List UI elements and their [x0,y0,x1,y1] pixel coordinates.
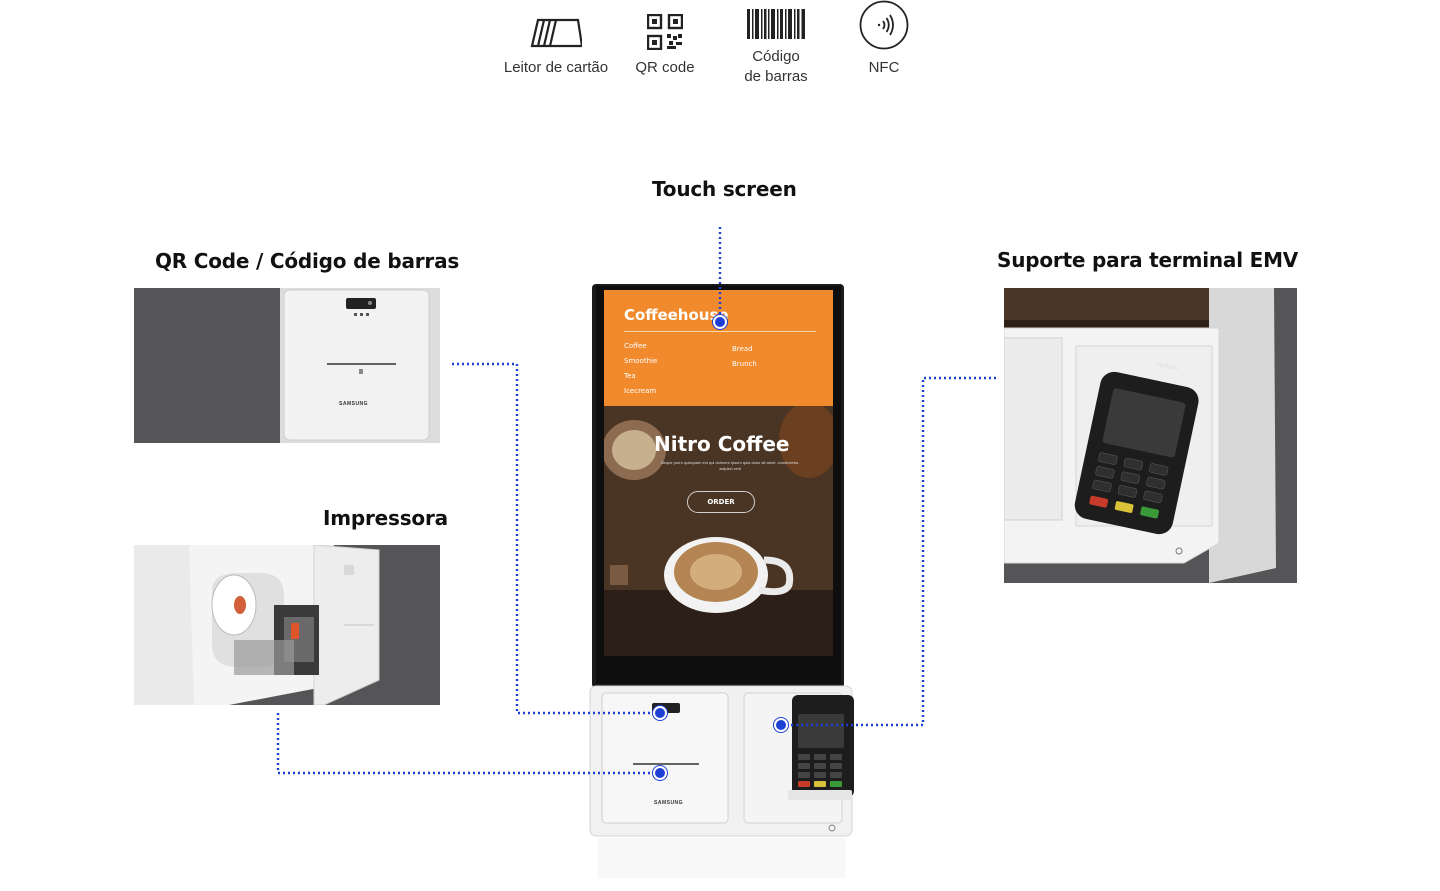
hero-body: Neque porro quisquam est qui dolorem ips… [660,460,800,471]
qr-code-icon [605,0,725,50]
samsung-logo: SAMSUNG [339,401,369,407]
feature-label: NFC [868,59,900,76]
feature-label: Leitor de cartão [503,59,609,76]
hero-title: Nitro Coffee [654,432,790,456]
printer-heading: Impressora [323,506,448,530]
emv-heading: Suporte para terminal EMV [997,248,1299,272]
barcode-icon [716,0,836,39]
feature-barcode: Código de barras [716,0,836,87]
touch-screen-marker [713,315,727,329]
qr-reader-photo: SAMSUNG [134,288,440,443]
qr-reader-marker [653,706,667,720]
order-button[interactable]: ORDER [687,491,755,513]
menu-item-tea[interactable]: Tea [624,372,636,380]
feature-nfc: NFC [824,0,944,78]
printer-marker [653,766,667,780]
menu-item-coffee[interactable]: Coffee [624,342,647,350]
brand-divider [624,331,816,332]
menu-item-icecream[interactable]: Icecream [624,387,657,395]
kiosk-screen[interactable]: Coffeehouse Coffee Smoothie Tea Icecream… [604,290,833,656]
kiosk-samsung-logo: SAMSUNG [654,800,684,806]
emv-terminal-photo: Verifone [1004,288,1297,583]
feature-card-reader: Leitor de cartão [496,0,616,78]
card-reader-icon [496,0,616,50]
emv-marker [774,718,788,732]
feature-qr-code: QR code [605,0,725,78]
touch-screen-heading: Touch screen [652,177,797,201]
nfc-icon [824,0,944,50]
qr-barcode-heading: QR Code / Código de barras [155,249,460,273]
menu-item-smoothie[interactable]: Smoothie [624,357,658,365]
screen-brand: Coffeehouse [624,306,729,324]
menu-item-brunch[interactable]: Brunch [732,360,757,368]
printer-photo [134,545,440,705]
feature-label: QR code [635,59,695,76]
menu-item-bread[interactable]: Bread [732,345,753,353]
feature-label: Código de barras [744,48,808,85]
